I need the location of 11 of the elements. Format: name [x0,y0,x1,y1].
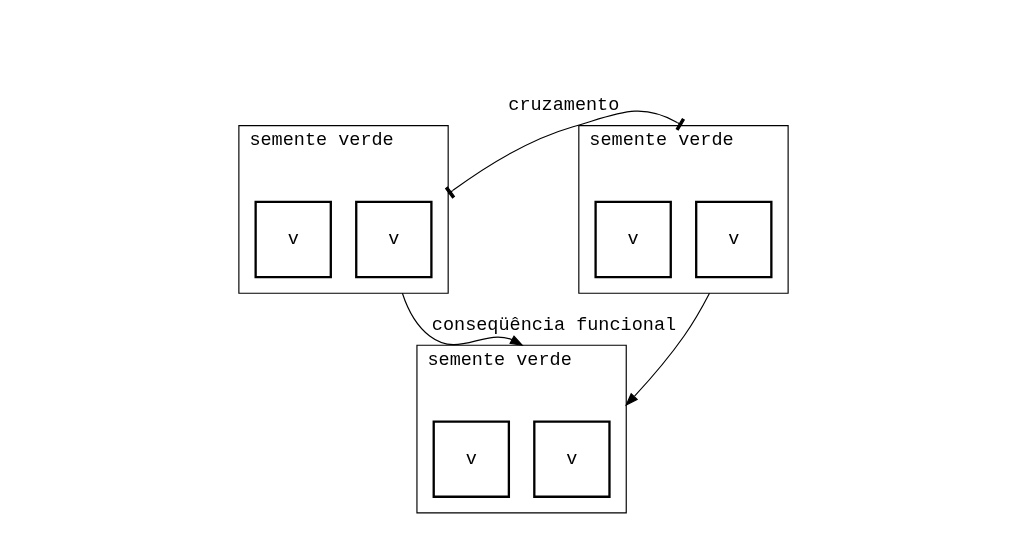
node-box: v [432,420,510,498]
edge-label: conseqüência funcional [431,315,676,336]
arrow [624,292,710,407]
connector [444,110,685,199]
node-box: v [532,420,611,498]
node-box: v [254,200,332,279]
node-box: v [354,200,433,279]
node-box: v [593,200,672,279]
edge-label: cruzamento [507,95,619,117]
arrow [401,292,524,347]
node-box: v [694,200,772,279]
